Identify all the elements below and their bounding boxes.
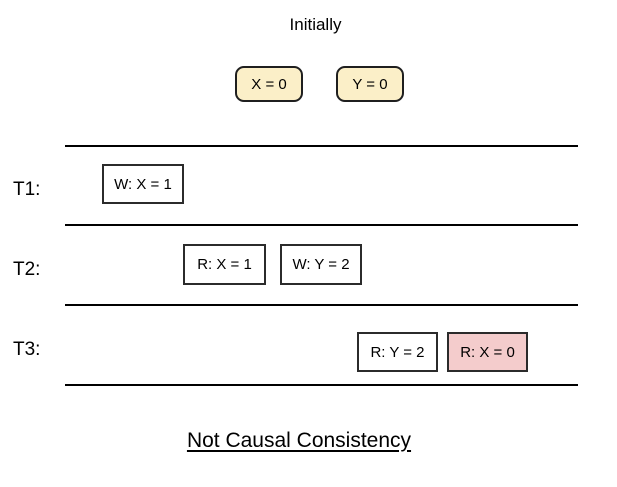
operation-box-read-y2: R: Y = 2 bbox=[357, 332, 438, 372]
operation-box-write-y2: W: Y = 2 bbox=[280, 244, 362, 285]
operation-box-write-x1: W: X = 1 bbox=[102, 164, 184, 204]
timeline-line-bottom bbox=[65, 384, 578, 386]
initial-value-box-x: X = 0 bbox=[235, 66, 303, 102]
operation-box-read-x0-violation: R: X = 0 bbox=[447, 332, 528, 372]
initial-value-box-y: Y = 0 bbox=[336, 66, 404, 102]
timeline-label-t1: T1: bbox=[13, 179, 41, 200]
timeline-label-t3: T3: bbox=[13, 339, 41, 360]
diagram-caption: Not Causal Consistency bbox=[186, 429, 412, 452]
timeline-label-t2: T2: bbox=[13, 259, 41, 280]
timeline-line-t2-t3 bbox=[65, 304, 578, 306]
timeline-line-top bbox=[65, 145, 578, 147]
operation-box-read-x1: R: X = 1 bbox=[183, 244, 266, 285]
initially-heading: Initially bbox=[289, 15, 342, 34]
timeline-line-t1-t2 bbox=[65, 224, 578, 226]
